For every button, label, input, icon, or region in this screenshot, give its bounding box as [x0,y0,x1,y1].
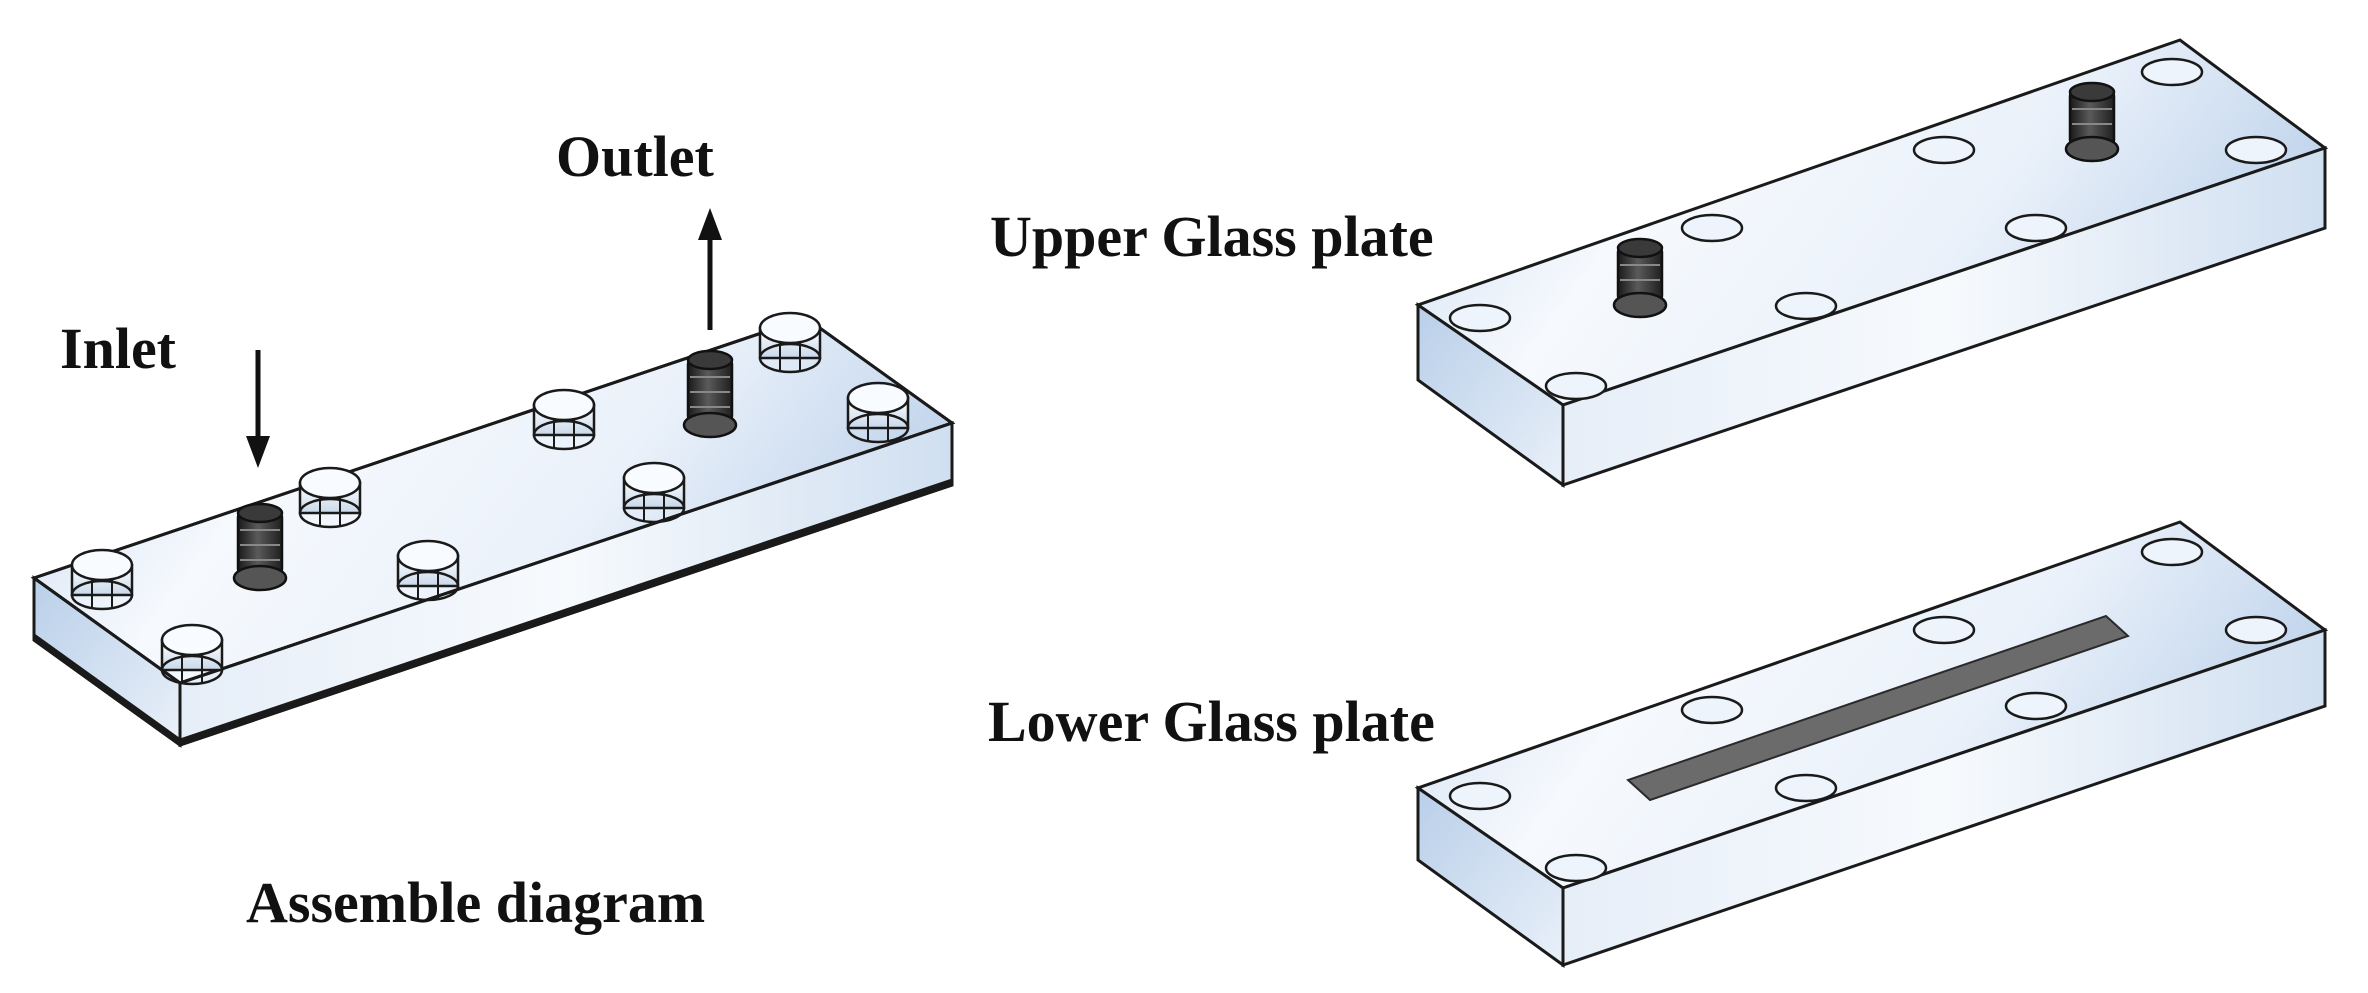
hole-icon [1448,57,2288,401]
bolt-icon [532,388,596,451]
bolt-icon [70,548,134,611]
lower-plate-label: Lower Glass plate [988,689,1435,754]
assembled-device [30,208,956,748]
outlet-fitting-icon [682,349,738,439]
bolt-icon [846,381,910,444]
outlet-arrow-icon [698,208,722,330]
bolt-icon [160,623,224,686]
assembly-bolts [70,311,910,686]
upper-glass-plate [1414,38,2329,488]
channel-icon [1626,614,2130,802]
outlet-label: Outlet [556,124,714,189]
bolt-icon [758,311,822,374]
lower-glass-plate [1414,520,2329,968]
outlet-fitting-icon [2064,81,2120,163]
bolt-icon [298,466,362,529]
upper-plate-label: Upper Glass plate [990,204,1434,269]
hole-icon [1448,537,2288,883]
inlet-label: Inlet [60,316,176,381]
inlet-arrow-icon [246,350,270,468]
bolt-icon [622,461,686,524]
inlet-fitting-icon [232,502,288,592]
inlet-fitting-icon [1612,237,1668,319]
assembly-caption: Assemble diagram [246,870,706,935]
bolt-icon [396,539,460,602]
